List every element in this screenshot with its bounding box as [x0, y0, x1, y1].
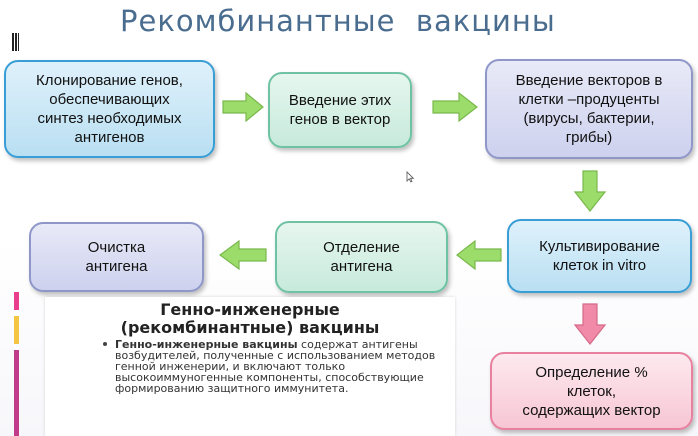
step-introduce-vectors: Введение векторов в клетки –продуценты (… [485, 59, 693, 159]
decorative-color-strip [14, 292, 19, 436]
arrow-down-icon [574, 170, 606, 212]
slide-title: Рекомбинантные вакцины [120, 4, 556, 38]
step-antigen-separation: Отделение антигена [275, 221, 448, 293]
arrow-left-icon [456, 240, 502, 270]
arrow-left-icon [219, 240, 267, 270]
inset-definition-text: содержат антигены возбудителей, полученн… [115, 338, 436, 395]
step-antigen-purification-label: Очистка антигена [85, 239, 148, 275]
inset-definition: Генно-инженерные вакцины содержат антиге… [115, 339, 450, 394]
arrow-right-icon [222, 92, 264, 122]
step-antigen-separation-label: Отделение антигена [323, 239, 400, 275]
inset-title: Генно-инженерные (рекомбинантные) вакцин… [120, 300, 380, 337]
step-cultivation: Культивирование клеток in vitro [507, 219, 692, 293]
inset-term: Генно-инженерные вакцины [115, 338, 298, 351]
step-introduce-vectors-label: Введение векторов в клетки –продуценты (… [515, 72, 663, 146]
step-vector-cell-percentage: Определение % клеток, содержащих вектор [490, 352, 693, 430]
step-insert-vector-label: Введение этих генов в вектор [288, 92, 392, 128]
bullet-icon [103, 342, 107, 346]
arrow-down-icon [574, 303, 606, 345]
step-vector-cell-percentage-label: Определение % клеток, содержащих вектор [522, 363, 661, 419]
title-marker [12, 33, 19, 51]
definition-inset: Генно-инженерные (рекомбинантные) вакцин… [45, 297, 455, 436]
arrow-right-icon [432, 92, 478, 122]
step-clone-genes: Клонирование генов, обеспечивающих синте… [4, 60, 215, 158]
step-antigen-purification: Очистка антигена [29, 222, 204, 292]
step-clone-genes-label: Клонирование генов, обеспечивающих синте… [36, 72, 183, 146]
step-insert-vector: Введение этих генов в вектор [268, 72, 412, 148]
step-cultivation-label: Культивирование клеток in vitro [539, 238, 660, 274]
mouse-cursor-icon [406, 171, 414, 183]
